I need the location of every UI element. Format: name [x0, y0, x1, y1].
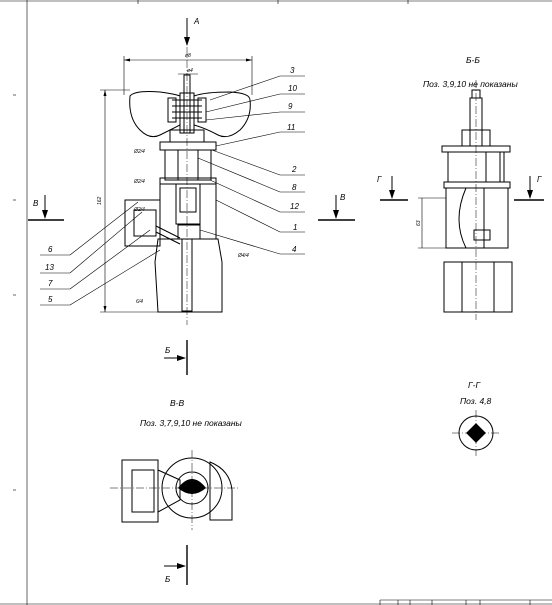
side-port-nut: [124, 199, 181, 247]
bonnet: [159, 129, 217, 185]
dim-small-text: ø4: [187, 68, 193, 74]
section-mark-b-bottom: Б: [165, 575, 170, 584]
section-bb-view: Б-Б Поз. 3,9,10 не показаны 63 Г Г: [377, 55, 544, 320]
callouts-left: 6 13 7 5: [40, 201, 161, 306]
cut-mark-g-left: Г: [377, 175, 382, 184]
view-arrow-a-label: А: [193, 17, 199, 26]
section-mark-v-right: В: [340, 193, 346, 202]
valve-body: [154, 183, 223, 313]
svg-text:12: 12: [290, 202, 299, 211]
svg-text:2: 2: [291, 165, 297, 174]
cut-mark-g-right: Г: [537, 175, 542, 184]
section-vv-title: В-В: [170, 398, 185, 408]
section-bb-title: Б-Б: [466, 55, 480, 65]
title-block-stub: [379, 600, 531, 605]
section-bb-note: Поз. 3,9,10 не показаны: [423, 79, 518, 89]
svg-text:6: 6: [48, 245, 53, 254]
svg-text:Ø2/4: Ø2/4: [133, 207, 145, 213]
callouts-right: 3 10 9 11 2 8 12 1 4: [197, 66, 305, 255]
section-mark-v: В В: [28, 193, 355, 221]
notes: Ø2/4 Ø2/4 Ø2/4 Ø4/4 6/4: [133, 149, 249, 305]
svg-text:Ø2/4: Ø2/4: [133, 179, 145, 185]
svg-text:10: 10: [288, 84, 297, 93]
section-gg-title: Г-Г: [468, 380, 481, 390]
section-mark-v-left: В: [33, 199, 39, 208]
svg-text:3: 3: [290, 66, 295, 75]
svg-text:5: 5: [48, 295, 53, 304]
dimension-height: 162: [97, 89, 160, 313]
main-view: А ø8 ø4 162: [28, 17, 355, 375]
section-vv-note: Поз. 3,7,9,10 не показаны: [140, 418, 243, 428]
svg-text:7: 7: [48, 279, 53, 288]
svg-text:9: 9: [288, 102, 293, 111]
dim-height-text: 162: [97, 196, 103, 205]
svg-text:1: 1: [293, 223, 297, 232]
svg-text:13: 13: [45, 263, 54, 272]
dim-top-text: ø8: [185, 53, 191, 59]
svg-text:8: 8: [292, 183, 297, 192]
view-arrow-a: А: [184, 17, 199, 46]
section-gg-note: Поз. 4,8: [460, 396, 492, 406]
svg-text:Ø2/4: Ø2/4: [133, 149, 145, 155]
section-vv-view: В-В Поз. 3,7,9,10 не показаны Б: [110, 398, 243, 585]
svg-text:Ø4/4: Ø4/4: [237, 253, 249, 259]
svg-text:Б: Б: [165, 346, 170, 355]
svg-text:6/4: 6/4: [136, 299, 143, 305]
section-gg-view: Г-Г Поз. 4,8: [452, 380, 500, 456]
section-mark-b-top: Б: [164, 340, 188, 375]
dimension-top: ø8 ø4: [123, 53, 253, 95]
svg-text:4: 4: [292, 245, 297, 254]
svg-text:11: 11: [287, 123, 295, 132]
svg-text:63: 63: [416, 220, 422, 226]
